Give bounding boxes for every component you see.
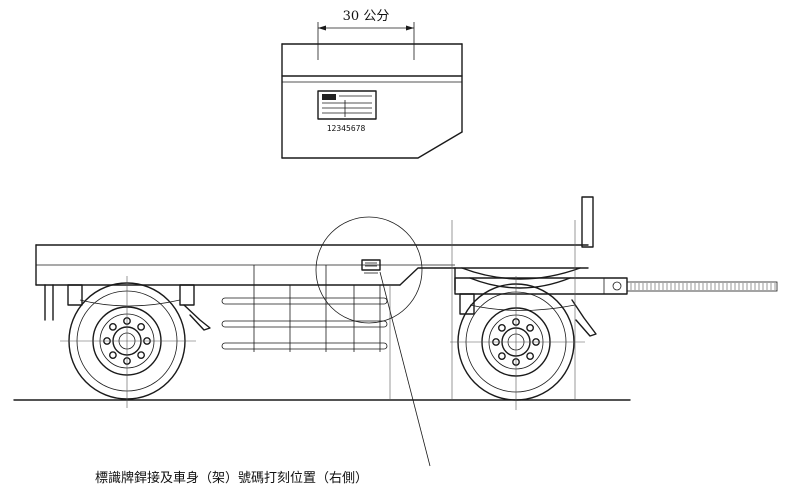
callout-plate [361,259,381,271]
id-plate [317,90,377,120]
lug-nut [137,351,146,359]
caption: 標識牌銲接及車身（架）號碼打刻位置（右側） [95,470,368,486]
dimension-label: 30 公分 [343,9,390,24]
dimension-arrow-right [406,25,414,31]
frame-bottom-edge [281,131,463,159]
front-section [454,267,778,295]
callout-circle [315,216,423,324]
lug-nut [526,323,534,332]
dimension-arrow-left [318,25,326,31]
lug-nut [497,352,506,360]
tongue-hatching [630,283,776,290]
drawbar-tongue [626,281,778,292]
lug-nut [109,322,117,331]
lug-nut [109,351,117,359]
side-guard [221,265,388,352]
detail-inset: 30 公分 12345678 [281,9,463,159]
lug-nut [526,352,534,360]
front-wheel [450,276,585,410]
callout [315,216,431,467]
rear-suspension [67,284,211,331]
rear-wheel [60,276,196,408]
deck-step-down [399,267,456,286]
id-plate-mark [322,94,336,100]
trailer [13,196,778,410]
lug-nut [137,322,146,331]
headboard-post [581,196,594,248]
lug-nut [497,323,506,332]
leader-line [379,271,431,467]
plate-number: 12345678 [327,124,366,133]
